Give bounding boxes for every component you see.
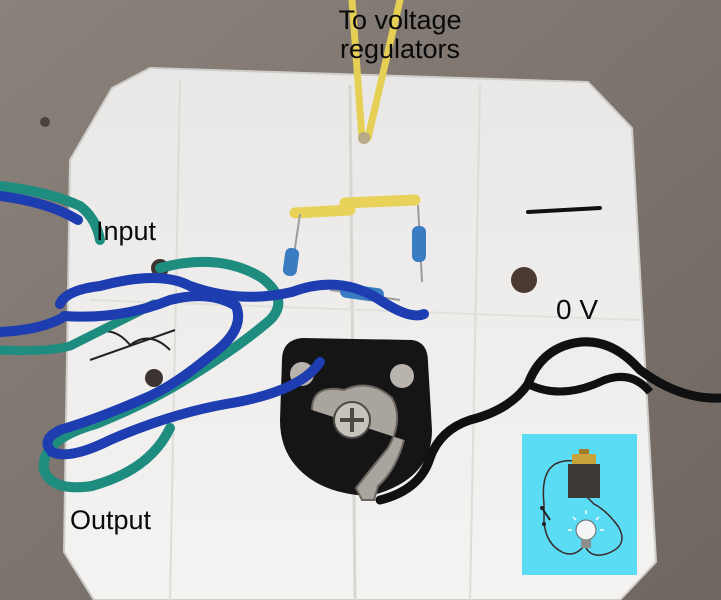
yellow-wire (364, 0, 404, 142)
card-hole (511, 267, 537, 293)
black-wire (375, 337, 721, 505)
circuit-wire (542, 459, 587, 555)
pencil-minus-mark (526, 206, 602, 214)
label-zero-volt: 0 V (556, 294, 599, 325)
label-output: Output (70, 505, 152, 535)
switch-icon (542, 522, 546, 526)
resistor (412, 226, 426, 262)
battery-bulb-circuit-badge (522, 434, 637, 575)
label-input: Input (96, 216, 157, 246)
card-sheet (62, 66, 658, 600)
light-bulb-rays-icon (568, 510, 604, 531)
yellow-link (289, 204, 356, 219)
switch-icon (540, 506, 544, 510)
yellow-wire (348, 0, 366, 142)
card-crease (169, 79, 181, 600)
battery-icon (572, 454, 596, 464)
solder-joint (358, 132, 370, 144)
card-crease (469, 84, 481, 600)
yellow-link (339, 194, 421, 209)
teal-wire (0, 181, 105, 245)
battery-bulb-circuit-icon (540, 449, 623, 556)
blue-wire (42, 291, 325, 460)
battery-cap-icon (579, 449, 589, 454)
black-wire (526, 372, 654, 396)
label-to-voltage-regulators: To voltage regulators (338, 5, 462, 64)
blue-wire (55, 273, 429, 321)
light-bulb-base-icon (581, 540, 591, 548)
switch-icon (541, 507, 551, 521)
circuit-wire (585, 495, 623, 556)
card-hole (145, 369, 163, 387)
card-hole (40, 117, 50, 127)
potentiometer-screw-slot (340, 408, 364, 432)
blue-wire (0, 191, 83, 225)
card-crease (89, 299, 641, 321)
resistor (282, 247, 300, 277)
blue-wire (0, 313, 67, 337)
battery-icon (568, 464, 600, 498)
potentiometer-pin (390, 364, 414, 388)
light-bulb-icon (575, 519, 597, 541)
